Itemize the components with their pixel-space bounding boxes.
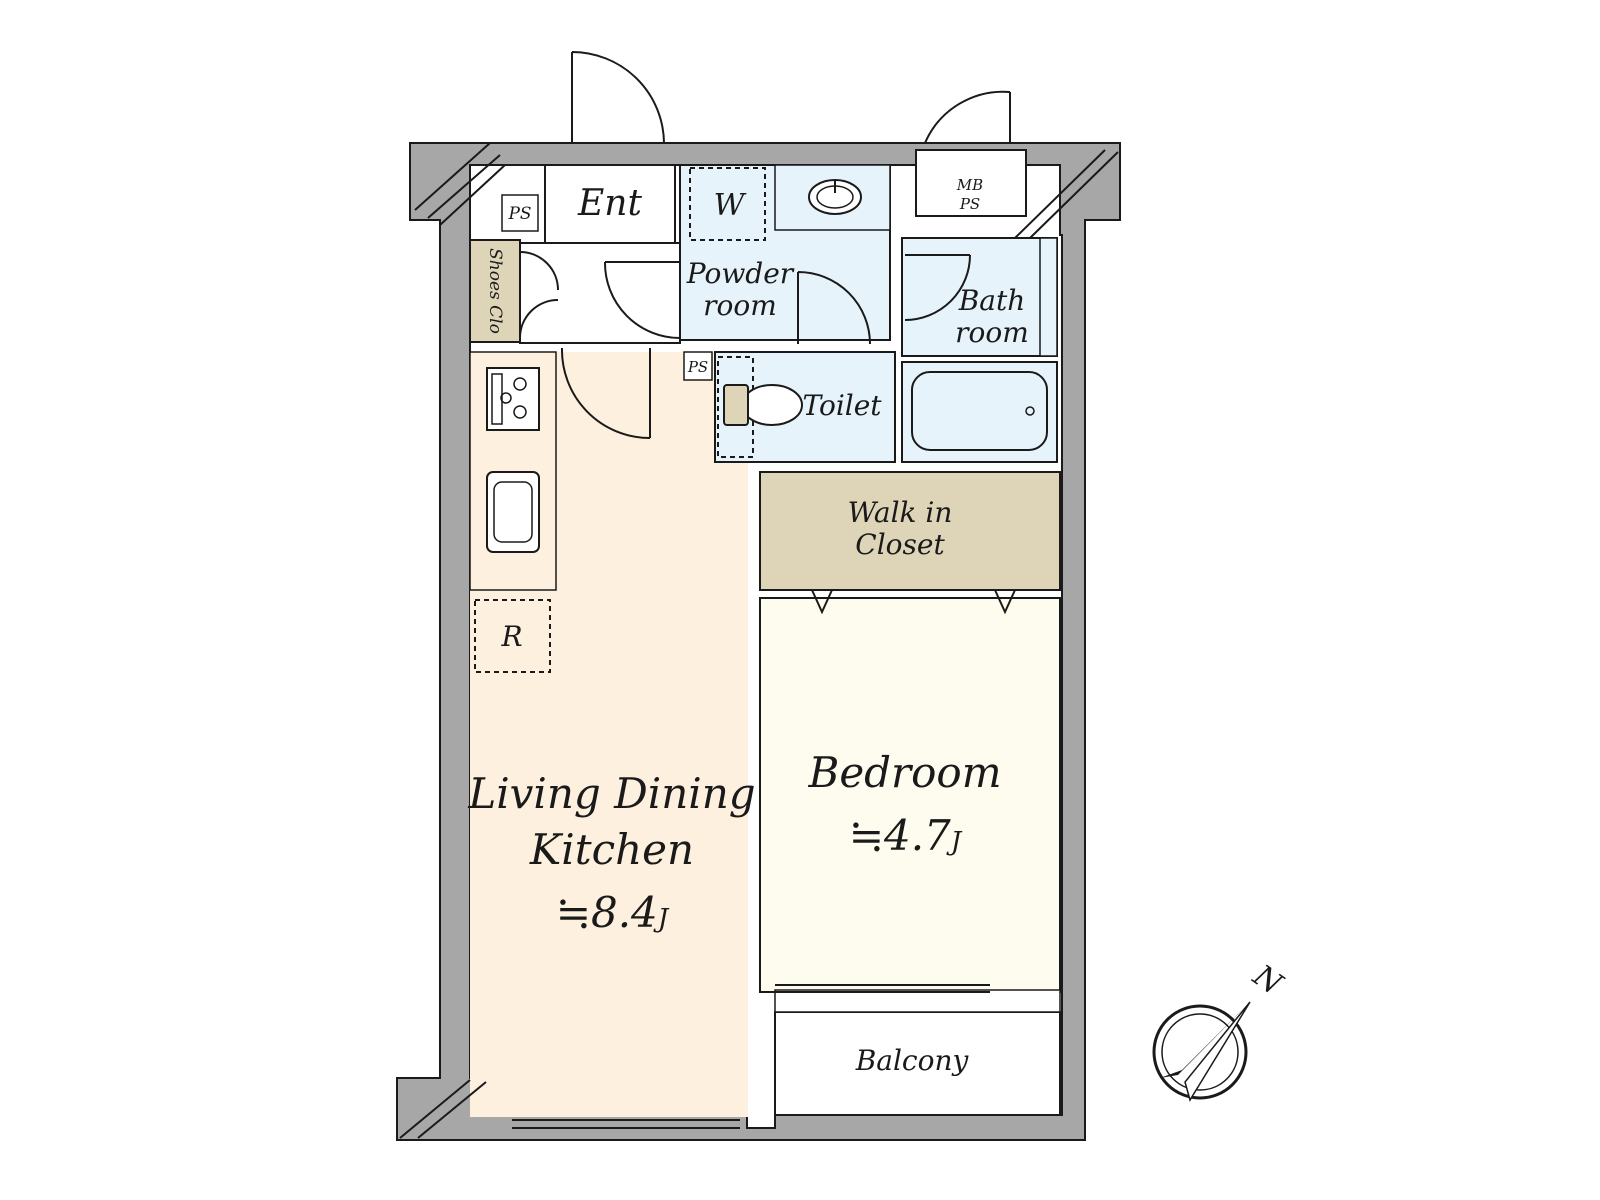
label-mb-ps: PS — [959, 195, 980, 213]
ldk-area-unit: J — [653, 904, 670, 934]
walkin-closet-floor — [759, 471, 1061, 591]
diagonal-hatch-ne — [1014, 149, 1119, 239]
bathtub-drain-icon — [1025, 406, 1035, 416]
label-balcony: Balcony — [855, 1044, 970, 1077]
bath-panel — [1039, 237, 1058, 357]
toilet-bowl-icon — [741, 384, 803, 426]
burner-3-icon — [500, 392, 512, 404]
label-powder-room-2: room — [703, 289, 777, 322]
bedroom-floor — [759, 597, 1061, 993]
label-walkin-1: Walk in — [848, 496, 953, 529]
compass-ring-icon — [1152, 1004, 1248, 1100]
hall-door-icon — [603, 261, 681, 339]
label-bath-room-1: Bath — [958, 284, 1026, 317]
refrigerator-space — [474, 599, 551, 673]
label-ldk-2: Kitchen — [529, 825, 694, 874]
compass-north-label: N — [1246, 958, 1290, 1003]
label-refrigerator: R — [500, 620, 522, 653]
sink-icon — [486, 471, 540, 553]
washer-space — [689, 167, 766, 241]
label-mb: MB — [956, 176, 983, 194]
burner-1-icon — [513, 377, 527, 391]
stove-icon — [486, 367, 540, 431]
mb-ps-box — [915, 149, 1027, 217]
ps-mid-box — [683, 351, 713, 381]
label-toilet: Toilet — [802, 389, 882, 422]
bathroom-floor — [901, 237, 1058, 357]
sink-basin-icon — [493, 481, 533, 543]
label-ldk-area: ≒8.4J — [556, 888, 670, 937]
label-bath-room-2: room — [955, 316, 1029, 349]
label-walkin-2: Closet — [855, 528, 945, 561]
label-shoes-closet: Shoes Clo — [485, 248, 505, 334]
window-bottom-ldk — [512, 1119, 740, 1129]
shoes-closet-door-icon — [519, 251, 559, 339]
ldk-area-value: ≒8.4 — [556, 888, 658, 937]
label-ldk-1: Living Dining — [467, 769, 755, 818]
shoes-closet — [469, 239, 521, 343]
balcony-floor — [774, 1011, 1061, 1116]
burner-2-icon — [513, 405, 527, 419]
mb-ps-door-icon — [924, 90, 1011, 144]
stove-grill-icon — [491, 373, 503, 425]
ps-top-box — [501, 194, 539, 232]
label-powder-room-1: Powder — [686, 257, 795, 290]
label-washer: W — [714, 188, 747, 223]
window-bottom-balcony — [775, 984, 990, 993]
compass-needle-tail-icon — [1184, 1001, 1251, 1102]
hall-floor — [519, 242, 681, 344]
label-bedroom-area: ≒4.7J — [849, 811, 963, 860]
ldk-door-icon — [560, 347, 651, 439]
diagonal-hatch-sw — [399, 1079, 487, 1139]
bath-door-icon — [904, 254, 971, 321]
compass-inner-ring-icon — [1161, 1013, 1239, 1091]
label-ps-mid: PS — [687, 358, 708, 376]
label-ps-top: PS — [507, 204, 531, 224]
label-entrance: Ent — [577, 183, 642, 224]
entrance-door-icon — [571, 51, 665, 144]
bedroom-area-value: ≒4.7 — [849, 811, 951, 860]
compass: N — [1152, 958, 1290, 1102]
powder-door-icon — [797, 271, 871, 345]
diagonal-hatch-nw — [414, 142, 506, 226]
closet-slide-marks-icon — [811, 589, 1016, 615]
toilet-tank-icon — [723, 384, 749, 426]
label-bedroom: Bedroom — [807, 748, 1001, 797]
balcony-rail — [774, 989, 1061, 1013]
entrance-floor — [544, 164, 676, 244]
bathtub-icon — [911, 371, 1048, 451]
bedroom-area-unit: J — [946, 827, 963, 857]
